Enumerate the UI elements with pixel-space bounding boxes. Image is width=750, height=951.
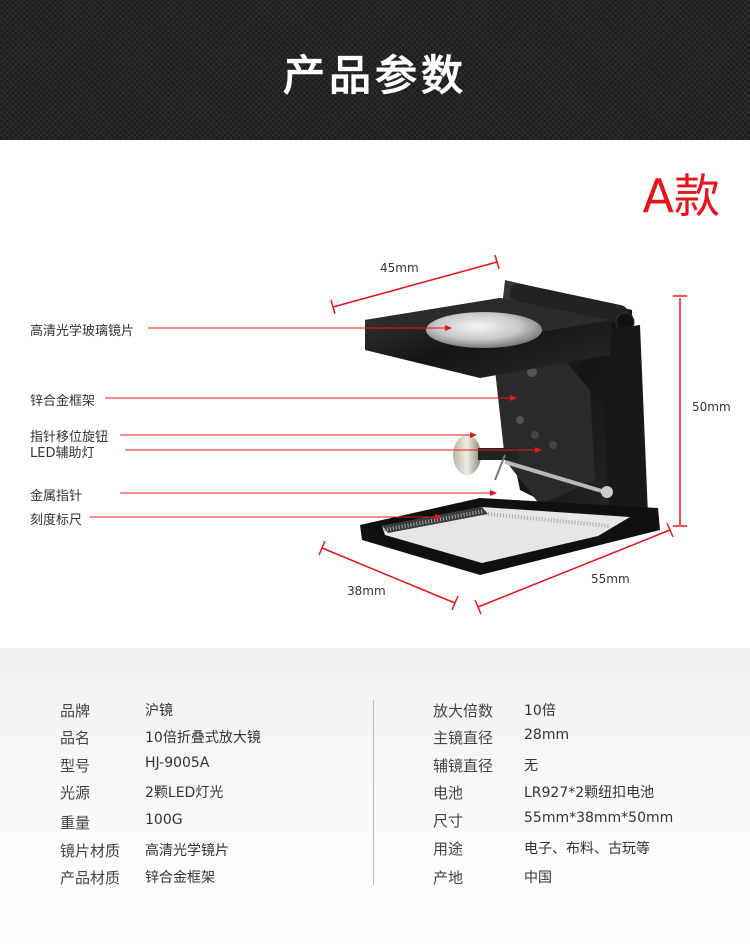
- spec-value: 沪镜: [145, 703, 173, 719]
- product-figure: 高清光学玻璃镜片 锌合金框架 指针移位旋钮 LED辅助灯 金属指针 刻度标尺 4…: [0, 230, 750, 630]
- upright-frame: [600, 325, 648, 535]
- base-frame: [360, 498, 660, 575]
- lens-frame: [365, 298, 612, 378]
- spec-table: 品牌 沪镜 品名 10倍折叠式放大镜 型号 HJ-9005A 光源 2颗LED灯…: [0, 648, 750, 951]
- spec-key: 型号: [60, 757, 91, 775]
- led-icon-2: [531, 431, 539, 439]
- dimension-height: 50mm: [692, 400, 731, 414]
- spec-divider: [373, 700, 374, 885]
- rod-end: [601, 486, 613, 498]
- callout-arrow-icon-5: [490, 490, 497, 496]
- led-icon: [549, 441, 557, 449]
- spec-key: 辅镜直径: [433, 757, 494, 775]
- spec-key: 电池: [433, 784, 464, 802]
- spec-value: 电子、布料、古玩等: [524, 841, 650, 857]
- spec-key: 重量: [60, 814, 91, 832]
- callout-led: LED辅助灯: [30, 446, 95, 461]
- screw-icon-2: [516, 416, 524, 424]
- spec-key: 产地: [433, 869, 464, 887]
- spec-value: 100G: [145, 812, 183, 828]
- page-title: 产品参数: [282, 51, 467, 100]
- header-banner: 产品参数: [0, 0, 750, 140]
- callout-arrow-icon-4: [535, 447, 542, 453]
- spec-key: 光源: [60, 784, 91, 802]
- callout-knob: 指针移位旋钮: [30, 430, 109, 445]
- metal-pointer: [494, 454, 506, 481]
- callout-arrow-icon-3: [470, 432, 477, 438]
- dimension-lines: [318, 254, 687, 615]
- callout-lines: [90, 327, 535, 518]
- spec-value: 锌合金框架: [145, 870, 215, 886]
- spec-key: 放大倍数: [433, 702, 494, 720]
- spec-value: 10倍: [524, 703, 556, 719]
- spec-key: 尺寸: [433, 812, 464, 830]
- lens-glass: [426, 312, 542, 348]
- spec-value: 中国: [524, 870, 552, 886]
- callout-arrow-icon-2: [510, 395, 517, 401]
- callout-arrow-icon-6: [435, 514, 442, 520]
- callout-pointer: 金属指针: [30, 489, 83, 504]
- dimension-depth: 38mm: [347, 584, 386, 598]
- spec-value: HJ-9005A: [145, 755, 210, 771]
- spec-value: 高清光学镜片: [145, 843, 229, 859]
- spec-key: 用途: [433, 840, 464, 858]
- spec-value: 55mm*38mm*50mm: [524, 810, 674, 826]
- spec-value: 2颗LED灯光: [145, 785, 224, 801]
- model-label: A款: [642, 169, 720, 223]
- callout-arrow-icon: [445, 325, 452, 331]
- spec-value: 无: [524, 758, 538, 774]
- callout-ruler: 刻度标尺: [30, 513, 83, 528]
- callout-frame: 锌合金框架: [30, 394, 96, 409]
- screw-icon: [527, 367, 537, 377]
- dimension-top: 45mm: [380, 261, 419, 275]
- dimension-width: 55mm: [591, 572, 630, 586]
- pointer-rod: [504, 460, 606, 494]
- spec-value: 28mm: [524, 727, 570, 743]
- spec-key: 品牌: [60, 702, 91, 720]
- scale-ruler: [383, 509, 485, 532]
- spec-key: 品名: [60, 729, 91, 747]
- spec-key: 镜片材质: [60, 842, 121, 860]
- spec-value: 10倍折叠式放大镜: [145, 730, 261, 746]
- spec-key: 产品材质: [60, 869, 121, 887]
- magnifier-illustration: [90, 254, 687, 615]
- callout-lens: 高清光学玻璃镜片: [30, 324, 135, 339]
- spec-value: LR927*2颗纽扣电池: [524, 785, 655, 801]
- spec-key: 主镜直径: [433, 729, 494, 747]
- pointer-knob: [453, 435, 518, 475]
